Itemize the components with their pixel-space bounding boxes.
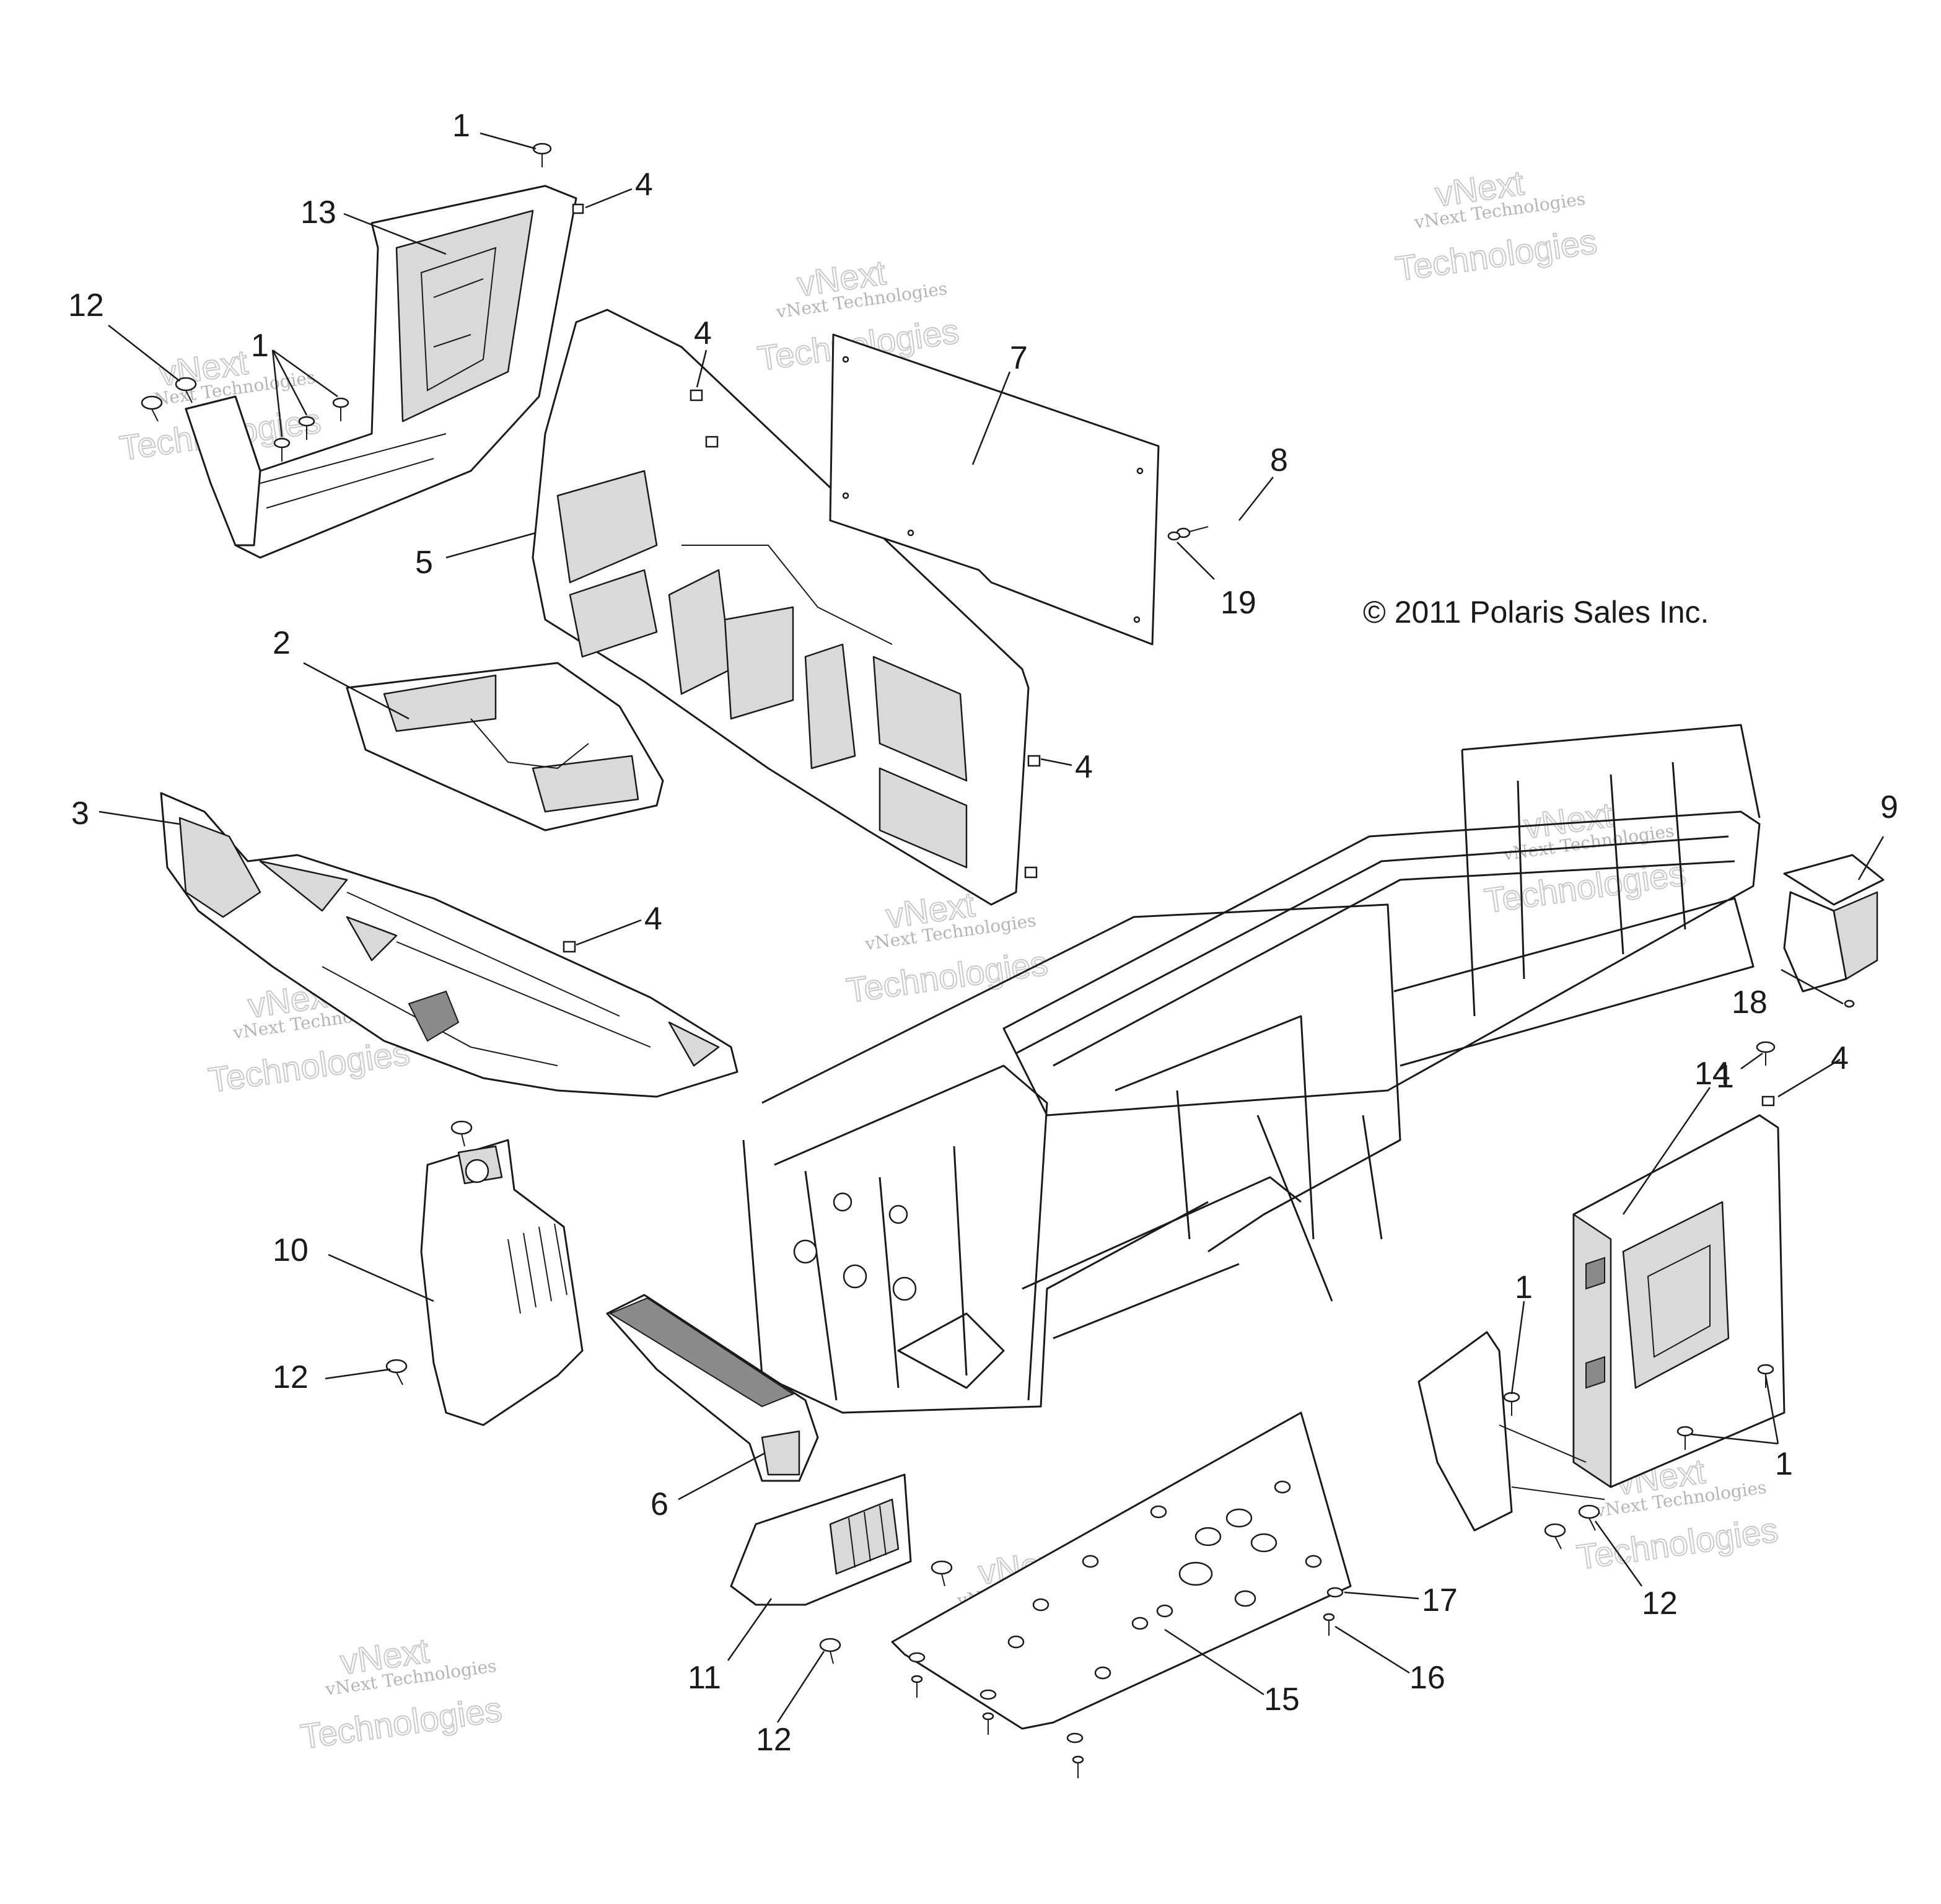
fastener-bolt-8 [1176, 526, 1209, 538]
part-3-center-tunnel [160, 792, 738, 1098]
fastener-washer-b [979, 1689, 997, 1700]
part-9-storage-box [1783, 854, 1885, 993]
callout-8: 8 [1270, 442, 1288, 478]
fastener-bolt-12-right-a [1544, 1523, 1566, 1550]
watermark-mid-center: vNext vNext Technologies Technologies [843, 884, 1050, 1011]
fastener-clip-4-mid [690, 389, 703, 401]
callout-10: 10 [273, 1232, 309, 1268]
callout-9: 9 [1880, 789, 1898, 825]
callout-1-door-low: 1 [1775, 1446, 1793, 1482]
callout-17: 17 [1422, 1582, 1458, 1618]
part-10-heat-shield [420, 1139, 584, 1426]
watermark-bottom-left: vNext vNext Technologies Technologies [297, 1630, 504, 1757]
part-5-bulkhead-panel [532, 309, 1030, 906]
fastener-screw-1-b [298, 416, 315, 440]
leader-lines [99, 132, 1885, 1723]
callout-15: 15 [1264, 1682, 1300, 1718]
door-extension-right [1417, 1331, 1605, 1532]
copyright-notice: © 2011 Polaris Sales Inc. [1363, 595, 1709, 630]
fastener-clip-4-right-b [1024, 866, 1038, 879]
fastener-screw-1-door-a [1503, 1392, 1520, 1416]
callout-1-left: 1 [251, 328, 269, 364]
part-2-console-cover [346, 662, 664, 831]
watermark-top-right: vNext vNext Technologies Technologies [1393, 162, 1600, 289]
callout-2: 2 [273, 625, 291, 661]
callout-1-right: 1 [1716, 1059, 1734, 1095]
fastener-bolt-12-bottom [819, 1638, 841, 1664]
fastener-screw-c [1072, 1755, 1084, 1778]
fastener-screw-1-a [273, 437, 291, 462]
fastener-washer-17 [1326, 1587, 1344, 1598]
fastener-bolt-12-a [175, 377, 197, 403]
fastener-clip-4-right-a [1027, 755, 1041, 767]
fastener-clip-4-floor [563, 941, 576, 953]
fastener-screw-1-door-c [1676, 1426, 1694, 1450]
part-11-bracket [730, 1473, 912, 1606]
part-13-left-panel [185, 185, 577, 559]
callout-14: 14 [1694, 1056, 1730, 1092]
callout-labels: 1 4 13 12 1 4 7 8 5 19 2 4 3 4 9 18 14 1… [68, 108, 1898, 1758]
callout-4-far-right: 4 [1831, 1040, 1849, 1076]
callout-12-bottom: 12 [756, 1722, 792, 1758]
part-7-flat-panel [829, 333, 1160, 646]
fastener-clip-4-top [572, 203, 584, 214]
fastener-screw-1-c [332, 397, 349, 421]
callout-11: 11 [688, 1660, 721, 1696]
callout-1-top: 1 [452, 108, 470, 144]
fastener-bolt-12-shield [385, 1359, 408, 1385]
fastener-washer-a [908, 1652, 926, 1663]
fastener-washer-c [1066, 1732, 1084, 1744]
fastener-bolt-12-shield-top [450, 1120, 473, 1147]
fastener-screw-16 [1323, 1613, 1335, 1636]
part-14-right-door [1572, 1114, 1785, 1488]
part-6-duct [606, 1294, 819, 1482]
callout-12-mid: 12 [273, 1359, 309, 1395]
callout-4-floor: 4 [644, 901, 662, 937]
fastener-screw-b [982, 1712, 994, 1735]
callout-4-top: 4 [635, 167, 653, 203]
fastener-screw-1-top [532, 143, 552, 167]
callout-16: 16 [1409, 1660, 1445, 1696]
fastener-bolt-12-right-b [1578, 1504, 1600, 1531]
callout-4-mid: 4 [694, 315, 712, 351]
callout-13: 13 [300, 195, 336, 230]
fastener-screw-1-right [1756, 1041, 1776, 1066]
fastener-bolt-12-b [141, 395, 163, 422]
fastener-clip-4-mid-b [705, 436, 719, 448]
fasteners [141, 143, 1855, 1778]
callout-12-left: 12 [68, 287, 104, 323]
callout-6: 6 [651, 1486, 668, 1522]
callout-7: 7 [1010, 340, 1028, 376]
callout-12-right: 12 [1642, 1586, 1678, 1621]
fastener-bolt-12-bracket [931, 1560, 953, 1587]
fastener-clip-4-far-right [1761, 1095, 1775, 1107]
fastener-washer-19 [1167, 531, 1181, 541]
chassis-frame [742, 724, 1761, 1414]
part-15-skid-plate [891, 1411, 1352, 1730]
callout-5: 5 [415, 545, 433, 581]
callout-1-door: 1 [1515, 1270, 1533, 1305]
callout-19: 19 [1220, 585, 1256, 621]
fastener-nut-18 [1844, 999, 1855, 1008]
callout-3: 3 [71, 796, 89, 831]
callout-18: 18 [1732, 985, 1768, 1020]
fastener-screw-a [911, 1675, 923, 1698]
callout-4-right: 4 [1075, 749, 1093, 785]
